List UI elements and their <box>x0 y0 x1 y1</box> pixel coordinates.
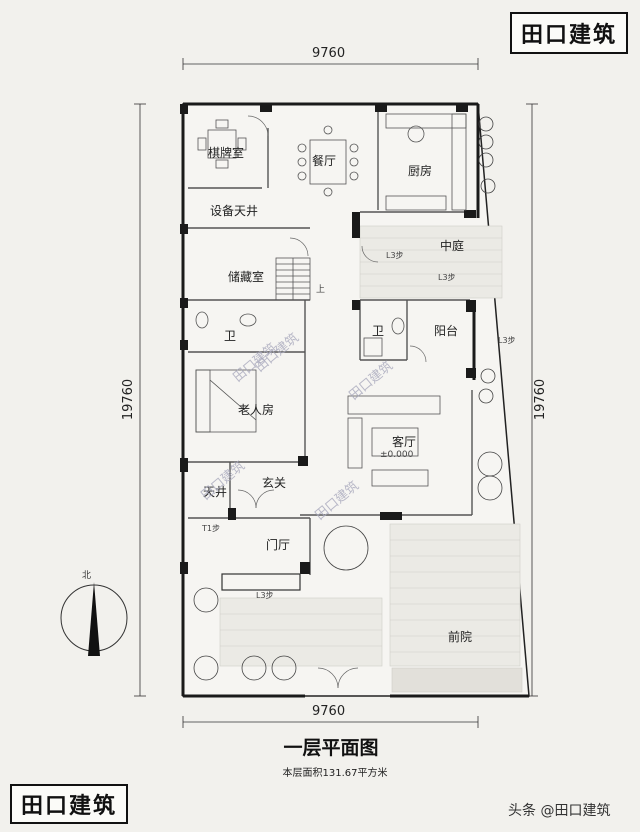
room-dining: 餐厅 <box>312 154 337 168</box>
stair-up-mark: 上 <box>316 285 326 295</box>
room-foyer: 门厅 <box>266 538 291 552</box>
room-bath-2: 卫 <box>372 324 385 338</box>
foyer-bay <box>221 573 301 591</box>
brand-stamp-bottom: 田口建筑 <box>10 784 128 824</box>
dining-table-icon <box>297 125 359 197</box>
toilet-icon <box>195 311 405 357</box>
chess-table-icon <box>197 119 247 169</box>
room-courtyard: 中庭 <box>440 239 465 253</box>
room-equipment-shaft: 设备天井 <box>210 204 259 218</box>
sofa-icon <box>347 395 441 487</box>
room-balcony: 阳台 <box>434 324 459 338</box>
north-label: 北 <box>82 571 92 581</box>
paving-courtyard <box>359 225 503 299</box>
staircase <box>275 257 311 301</box>
room-entry: 玄关 <box>262 476 287 490</box>
step-courtyard: L3步 <box>386 251 404 260</box>
source-credit: 头条 @田口建筑 <box>508 803 611 819</box>
room-storage: 储藏室 <box>228 270 265 284</box>
plan-title: 一层平面图 <box>283 737 379 759</box>
paving-front-yard <box>219 523 523 693</box>
exterior-walls <box>181 102 529 698</box>
room-kitchen: 厨房 <box>408 164 433 178</box>
brand-stamp-top: 田口建筑 <box>510 12 628 54</box>
bed-icon <box>195 369 257 433</box>
door-swings <box>237 115 427 689</box>
step-courtyard-2: L3步 <box>438 273 456 282</box>
room-front-yard: 前院 <box>448 630 473 644</box>
step-well: T1步 <box>202 524 220 533</box>
tree-icons <box>193 116 503 681</box>
step-foyer: L3步 <box>256 591 274 600</box>
room-living: 客厅 <box>392 435 417 449</box>
dimension-right: 19760 <box>533 378 549 421</box>
north-arrow-icon <box>60 582 128 656</box>
dimension-top: 9760 <box>312 46 346 61</box>
kitchen-counter-icon <box>385 113 467 211</box>
wall-columns <box>180 104 476 574</box>
room-chess: 棋牌室 <box>208 146 245 160</box>
interior-walls <box>188 112 473 575</box>
plan-area: 本层面积131.67平方米 <box>282 768 388 779</box>
room-elder: 老人房 <box>238 403 275 417</box>
step-balcony: L3步 <box>498 336 516 345</box>
elevation-mark: ±0.000 <box>380 450 414 460</box>
room-light-well: 天井 <box>203 485 228 499</box>
room-bath-1: 卫 <box>224 329 237 343</box>
dimension-left: 19760 <box>121 378 137 421</box>
dimension-bottom: 9760 <box>312 704 346 719</box>
